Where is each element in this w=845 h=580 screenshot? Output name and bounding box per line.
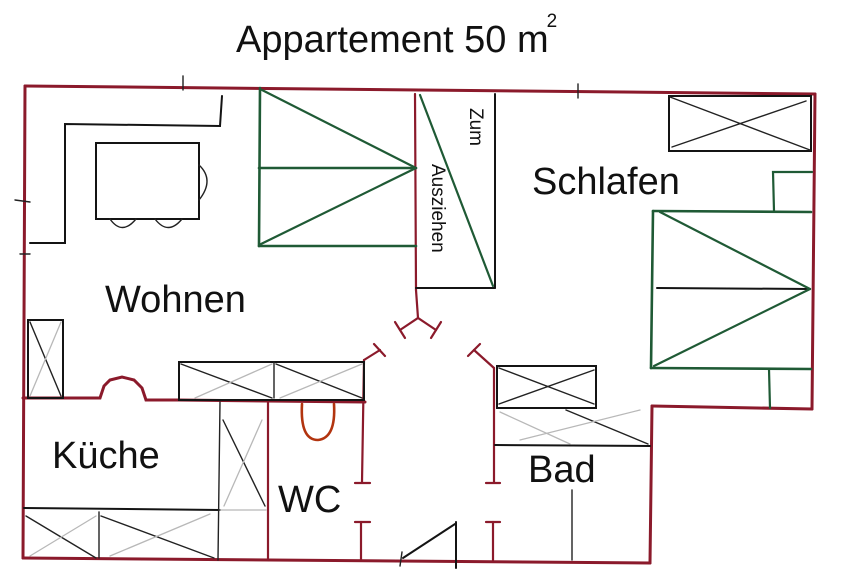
- bathtub-cross: [519, 409, 641, 441]
- door-jamb-tick: [399, 551, 403, 567]
- sideboard-cross: [275, 363, 363, 399]
- bathroom-fixtures: [494, 365, 651, 561]
- chair: [154, 218, 183, 229]
- bath-cabinet: [496, 365, 597, 409]
- door-jamb-wc: [362, 348, 382, 362]
- counter-cross: [29, 515, 97, 557]
- wall-hall-partition: [413, 92, 418, 292]
- bedroom-furniture: [649, 95, 814, 410]
- sofa-bed-diagonal: [260, 88, 418, 170]
- wall-schlafen-south: [650, 404, 814, 411]
- plan-title-text: Appartement 50 m: [236, 19, 549, 61]
- bed-diagonal: [652, 287, 812, 368]
- fridge-cross: [223, 419, 263, 507]
- sideboard: [178, 361, 365, 401]
- room-label-wc: WC: [278, 479, 342, 521]
- bed-divider: [656, 287, 811, 290]
- bathtub-cross: [499, 411, 571, 445]
- room-label-wohnen: Wohnen: [105, 279, 246, 321]
- nightstand: [767, 367, 772, 410]
- dining-table: [95, 142, 200, 220]
- sofa-bed-note-line1: Zum: [465, 108, 486, 146]
- door-jamb-tick: [393, 320, 407, 340]
- entrance-door-leaf: [402, 523, 456, 559]
- sideboard-cross: [194, 363, 273, 399]
- counter-edge: [23, 507, 221, 511]
- sofa-bed-note: Zum Ausziehen: [418, 108, 494, 278]
- area-unit-superscript: 2: [546, 11, 558, 32]
- sideboard-cross: [279, 363, 363, 399]
- wall-bad-east: [648, 404, 654, 565]
- plan-title: Appartement 50 m2: [236, 12, 557, 62]
- wall-north: [23, 84, 817, 96]
- wardrobe: [668, 95, 812, 152]
- counter-cross: [109, 513, 211, 557]
- door-jamb-hall: [398, 316, 438, 332]
- room-label-kueche: Küche: [52, 435, 160, 477]
- room-label-schlafen: Schlafen: [532, 161, 680, 203]
- chair: [109, 218, 137, 229]
- wall-kitchen-arch: [21, 375, 367, 404]
- bed-edge: [651, 209, 813, 214]
- sofa-bed-note-line2: Ausziehen: [427, 164, 448, 253]
- bed-edge: [649, 366, 813, 371]
- bath-cabinet-cross: [498, 369, 595, 405]
- bathtub-cross: [565, 409, 649, 445]
- wall-hall-stub: [414, 288, 420, 320]
- door-jamb-tick: [372, 342, 387, 358]
- window-tick: [14, 199, 31, 203]
- counter-cross: [100, 515, 215, 559]
- door-jamb-tick: [466, 342, 482, 358]
- cabinet-living-left: [27, 319, 64, 399]
- wall-south: [21, 556, 652, 565]
- cabinet-cross: [29, 321, 62, 397]
- fridge-cross: [222, 419, 266, 507]
- wall-east: [810, 92, 817, 411]
- bed-diagonal: [658, 210, 812, 291]
- bath-cabinet-cross: [498, 367, 595, 405]
- wall-west: [21, 84, 27, 560]
- toilet: [300, 402, 336, 442]
- kitchen-furniture: [23, 401, 267, 561]
- sofa-bed-diagonal: [259, 166, 418, 246]
- door-jamb-tick: [429, 320, 443, 340]
- bathtub-edge: [494, 444, 651, 447]
- room-label-bad: Bad: [528, 449, 596, 491]
- wc-fixtures: [300, 402, 336, 442]
- walls: [14, 75, 817, 569]
- sideboard-cross: [180, 363, 273, 399]
- nightstand: [771, 170, 814, 213]
- bed-edge: [649, 209, 655, 370]
- counter-edge: [217, 401, 221, 561]
- sofa-bed-extension-diagonal: [418, 93, 495, 288]
- corner-sofa: [29, 95, 223, 244]
- chair: [198, 164, 208, 201]
- wardrobe-cross: [671, 100, 807, 148]
- sofa-bed: [257, 86, 496, 289]
- living-furniture: [27, 95, 365, 401]
- door-jamb-bad: [472, 348, 496, 370]
